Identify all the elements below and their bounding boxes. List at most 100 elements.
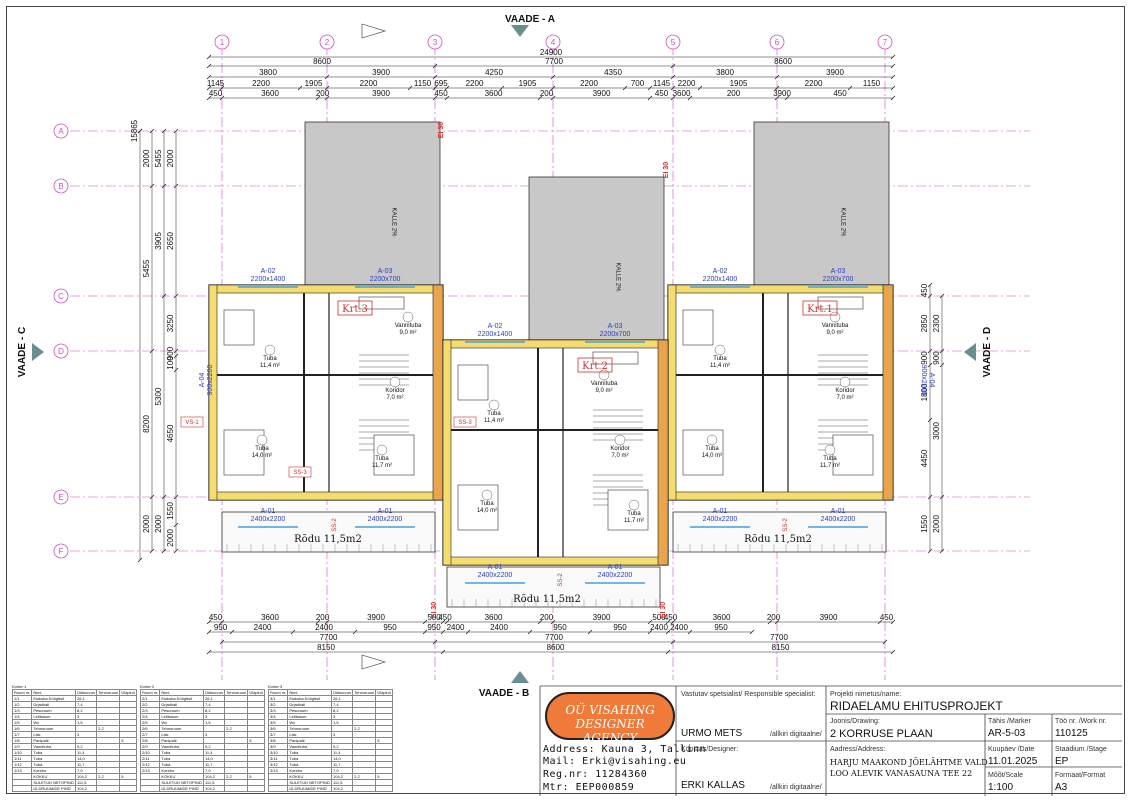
dim-left-c3-tick [173,183,179,189]
dim-top-l3-tick [550,74,556,80]
work-label: Töö nr. /Work nr. [1055,718,1107,725]
date-label: Kuupäev /Date [988,746,1035,753]
dim-left-c1-tick [149,183,155,189]
dim-top-l2-tick [206,63,212,69]
dim-bot-l2-tick [687,629,693,635]
dim-top-l3-text: 3800 [716,68,734,77]
table-cell: ÜLDRUUMIDE PIND [159,785,204,792]
dim-top-l5-tick [444,95,450,101]
window-code: A-02 [713,268,728,275]
dim-bot-l1-tick [647,619,653,625]
room-tuba1-area: 11,4 m² [484,418,504,424]
room-tuba2-area: 14,0 m² [477,508,497,514]
dim-bot-l2-text: 2400 [315,623,333,632]
axis-bubble [877,34,893,50]
dim-left-c3-text: 2650 [166,232,175,250]
dim-left-c3-text: 4650 [166,424,175,442]
room-tuba2-area: 14,0 m² [252,453,272,459]
dim-left-c3-text: 900 [166,346,175,360]
dim-bot-l2-tick [440,629,446,635]
table-cell: SULETUD NETOPIND [31,779,76,786]
table-cell: Üldsuurus [74,689,98,696]
address-line-2: LOO ALEVIK VANASAUNA TEE 22 [830,769,973,778]
window-size: 2400x2200 [821,516,856,523]
dim-bot-l2-tick [749,629,755,635]
dim-top-l4-text: 1145 [653,79,671,88]
window-size: 2200x700 [370,276,401,283]
dim-top-l5-text: 3900 [372,89,390,98]
dim-top-l4-text: 1905 [305,79,323,88]
dim-left-c3-tick [173,353,179,359]
resp-sign: /allkiri digitaalne/ [770,731,822,738]
dim-left-c3-tick [173,494,179,500]
dim-top-l5-tick [550,95,556,101]
dim-bot-l1-text: 200 [316,613,330,622]
table-cell [352,785,377,792]
schedule-title: Korter 3 [268,684,283,689]
project-name: RIDAELAMU EHITUSPROJEKT [830,699,1003,713]
window-code: A-03 [608,323,623,330]
roof-slope-label: KALLE 2% [391,207,397,237]
axis-letter: E [58,493,63,502]
room-tuba3-area: 11,7 m² [372,463,392,469]
room-tag [824,444,836,456]
axis-number: 7 [883,38,888,47]
window-size: 2200x1400 [703,276,738,283]
room-tuba3-name: Tuba [823,456,837,462]
balcony [672,511,887,553]
wall-insulation [442,339,452,566]
date-value: 11.01.2025 [988,756,1038,767]
window-size: 2400x2200 [478,572,513,579]
wall-insulation [208,284,218,501]
room-tag [714,344,726,356]
axis-number: 5 [671,38,676,47]
dim-bot-l2-text: 950 [214,623,228,632]
dim-bot-l4-tick [206,649,212,655]
dim-top-l4-tick [774,85,780,91]
party-wall [432,284,444,501]
dim-left-c2-text: 5455 [154,149,163,167]
apartment-tag: Krt.3 [342,304,368,315]
dim-left-total-tick [137,557,143,563]
dim-top-l4-text: 1150 [414,79,432,88]
axis-bubble [214,34,230,50]
dim-left-c3-text: 2000 [166,149,175,167]
dim-right-c2-text: 3000 [932,422,941,440]
room-tuba3-name: Tuba [375,456,389,462]
table-cell [96,785,121,792]
dim-right-c1-tick [927,362,933,368]
view-arrow [32,343,44,361]
window-code: A-02 [488,323,503,330]
table-cell: 104,2 [74,785,98,792]
table-cell: 104,2 [202,785,226,792]
dim-right-c1-text: 450 [920,283,929,297]
room-tag [264,344,276,356]
dim-top-l5-tick [206,95,212,101]
axis-letter: C [58,292,64,301]
window-size: 2400x2200 [598,572,633,579]
dim-right-c1-tick [927,494,933,500]
window-size: 2200x1400 [251,276,286,283]
bathtub [358,296,405,310]
apartment-tag: Krt.2 [582,361,608,372]
bed [223,429,265,476]
dim-left-c2-text: 5300 [154,387,163,405]
dim-bot-l4-text: 8600 [547,643,565,652]
dim-bot-l3-text: 7700 [320,633,338,642]
dim-bot-l2-text: 950 [427,623,441,632]
dim-top-total-tick [206,54,212,60]
dim-top-l5-tick [315,95,321,101]
dim-bot-l1-tick [670,619,676,625]
dim-top-l4-tick [407,85,413,91]
dim-bot-l4-text: 8150 [772,643,790,652]
fire-rating-tag: EI 30 [438,122,445,138]
dim-bot-l2-text: 2400 [490,623,508,632]
dim-top-l5-text: 3900 [773,89,791,98]
dim-left-c3-tick [173,128,179,134]
designer-name: ERKI KALLAS [681,780,745,791]
dim-top-l4-text: 2200 [252,79,270,88]
